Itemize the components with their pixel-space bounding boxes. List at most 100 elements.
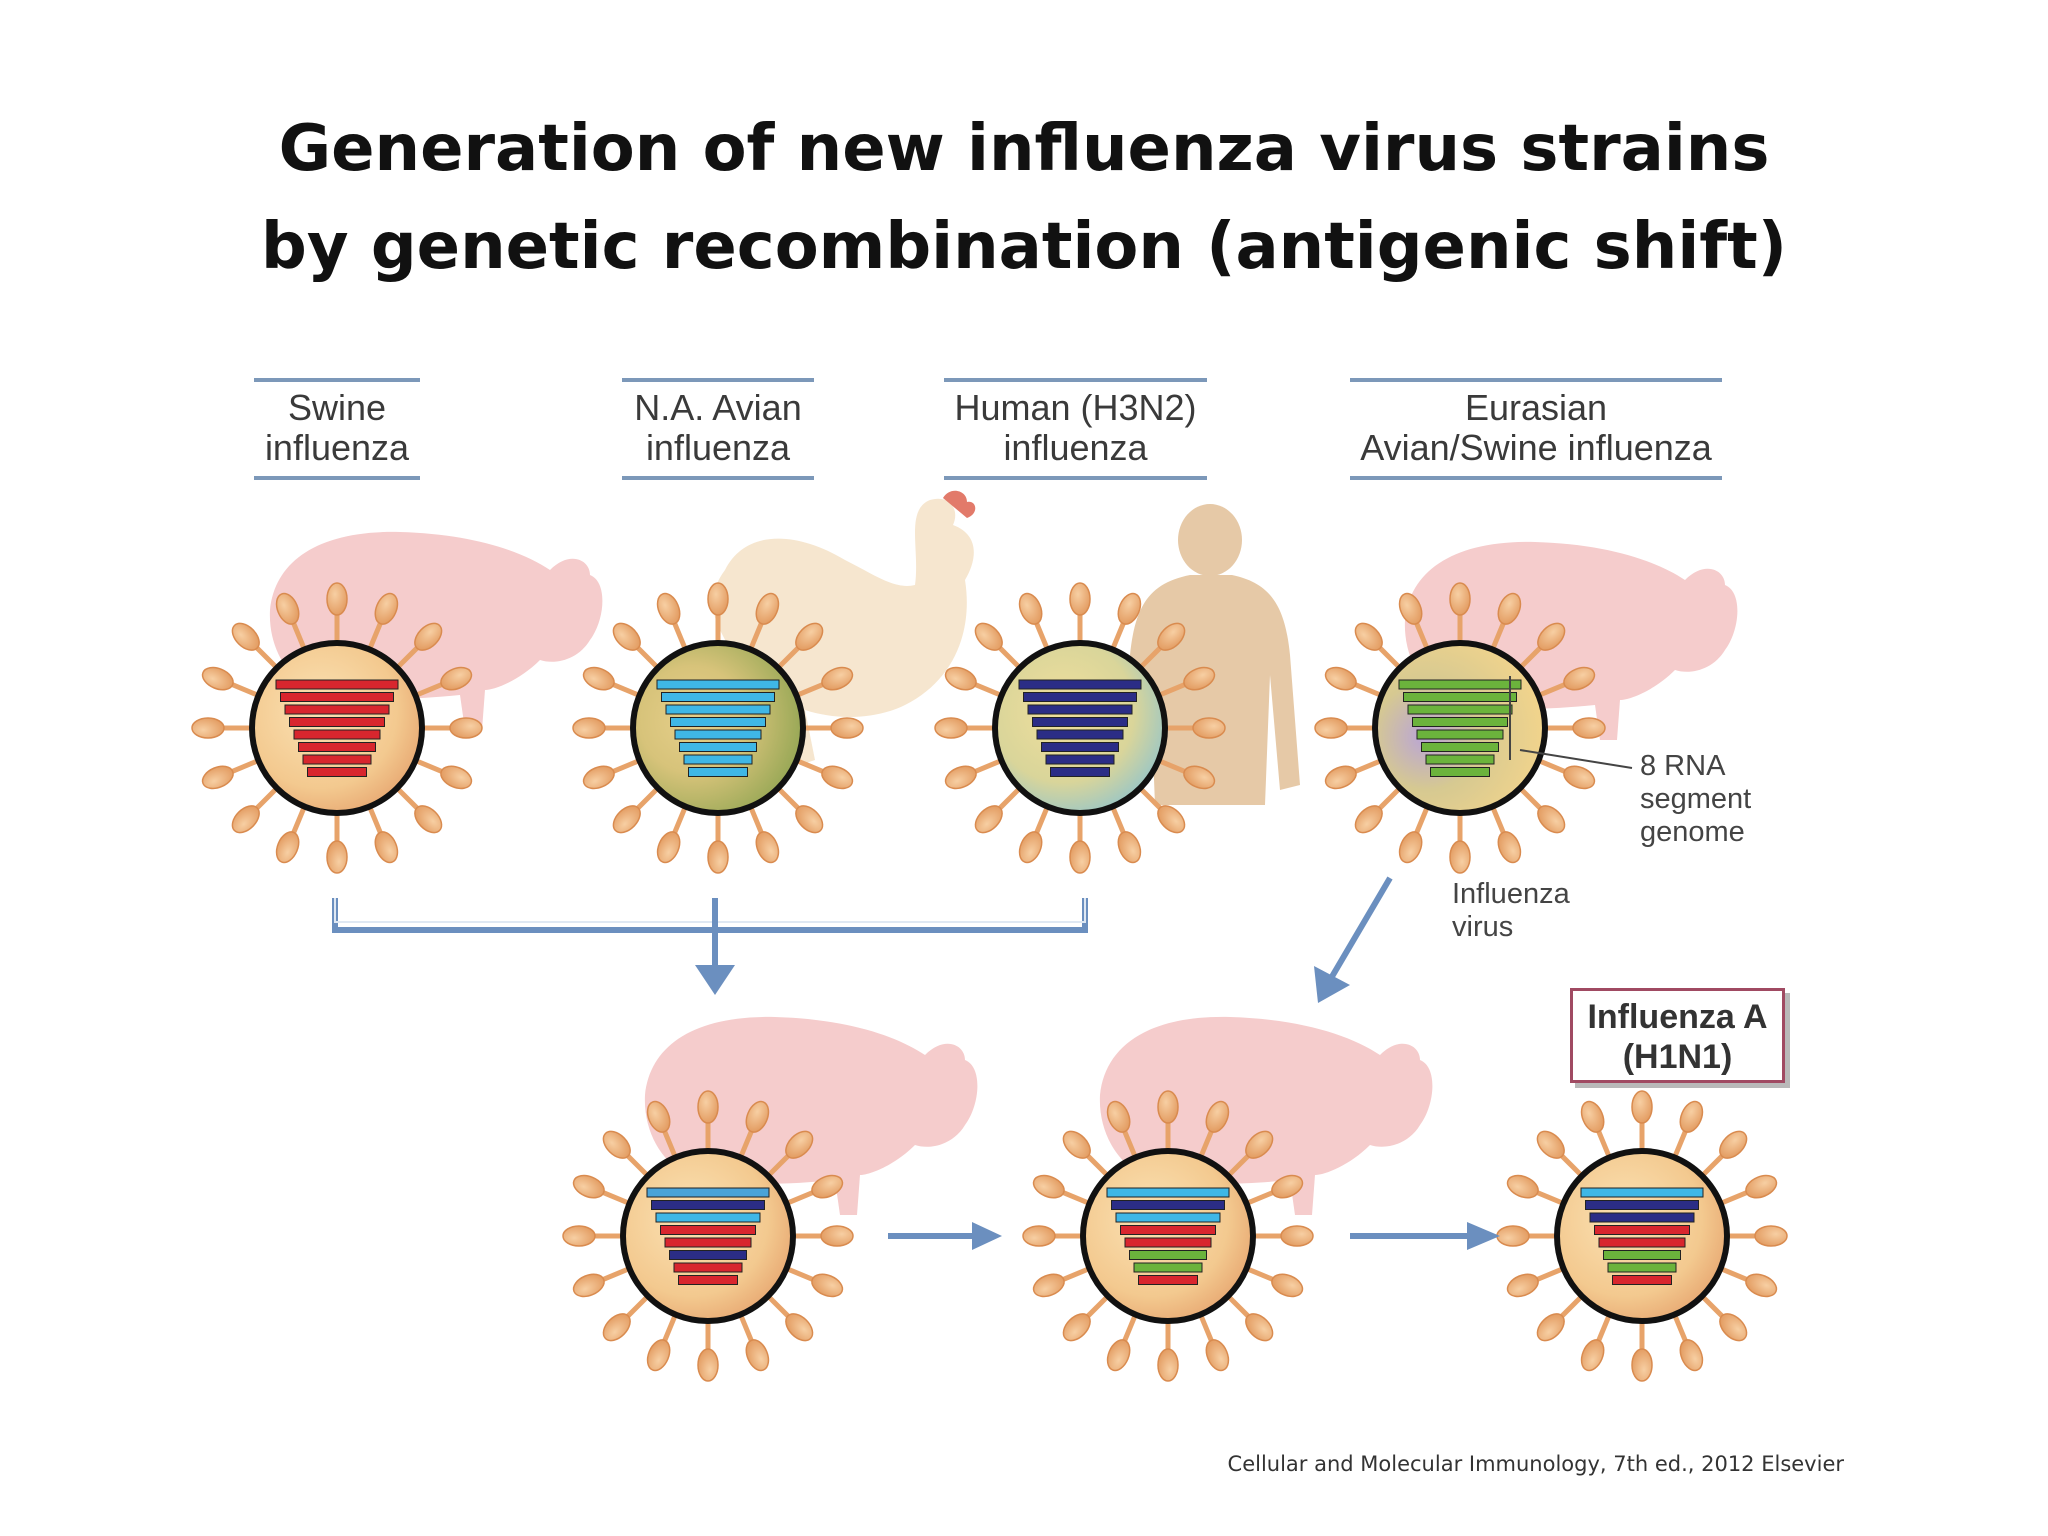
spike-stalk	[776, 644, 802, 670]
virus-reassortant-2	[1022, 1090, 1314, 1382]
spike-knob	[1183, 765, 1216, 790]
rna-segment	[1050, 767, 1110, 777]
spike-knob	[191, 717, 225, 739]
spike-stalk	[1121, 1313, 1138, 1344]
rna-segment	[284, 704, 390, 715]
spike-stalk	[1060, 1189, 1091, 1206]
rna-segment	[1041, 742, 1119, 752]
rna-segment	[1111, 1200, 1225, 1210]
rna-segment	[660, 1225, 756, 1235]
spike-stalk	[1138, 644, 1164, 670]
spike-knob	[707, 582, 729, 616]
rna-segment	[1430, 767, 1490, 777]
spike-stalk	[661, 1128, 678, 1159]
spike-stalk	[610, 758, 641, 775]
spike-stalk	[610, 681, 641, 698]
spike-stalk	[1700, 1294, 1726, 1320]
rna-segment	[1133, 1262, 1203, 1273]
spike-stalk	[229, 758, 260, 775]
spike-knob	[974, 805, 1003, 834]
spike-stalk	[766, 1152, 792, 1178]
step-arrow-1	[888, 1222, 1002, 1250]
spike-knob	[1572, 717, 1606, 739]
spike-stalk	[1719, 1189, 1750, 1206]
virus-source-4	[1314, 582, 1606, 874]
spike-knob	[1117, 592, 1142, 625]
spike-stalk	[1537, 681, 1568, 698]
spike-knob	[944, 666, 977, 691]
rna-segment	[1412, 717, 1508, 727]
spike-knob	[1106, 1339, 1131, 1372]
rna-segment	[673, 1262, 743, 1273]
spike-stalk	[1033, 805, 1050, 836]
spike-stalk	[624, 1152, 650, 1178]
label-swine-influenza: Swine influenza	[254, 378, 420, 480]
spike-knob	[1719, 1313, 1748, 1342]
spike-knob	[326, 840, 348, 874]
spike-stalk	[1245, 1189, 1276, 1206]
spike-stalk	[414, 758, 445, 775]
spike-knob	[1354, 805, 1383, 834]
spike-knob	[1536, 1313, 1565, 1342]
spike-knob	[811, 1273, 844, 1298]
spike-stalk	[1226, 1294, 1252, 1320]
spike-knob	[795, 622, 824, 651]
spike-knob	[201, 666, 234, 691]
spike-stalk	[1518, 786, 1544, 812]
spike-knob	[656, 592, 681, 625]
virus-envelope	[1080, 1148, 1256, 1324]
rna-segment	[656, 679, 780, 690]
spike-knob	[1062, 1130, 1091, 1159]
label-human-h3n2-influenza: Human (H3N2) influenza	[944, 378, 1207, 480]
spike-stalk	[1518, 644, 1544, 670]
rna-segment	[670, 717, 766, 727]
spike-knob	[1631, 1090, 1653, 1124]
spike-knob	[820, 1225, 854, 1247]
spike-stalk	[671, 805, 688, 836]
spike-stalk	[785, 1189, 816, 1206]
spike-stalk	[996, 786, 1022, 812]
rna-segment	[678, 1275, 738, 1285]
rna-segment	[1598, 1237, 1686, 1248]
spike-knob	[646, 1339, 671, 1372]
rna-segment	[669, 1250, 747, 1260]
spike-knob	[374, 831, 399, 864]
spike-knob	[830, 717, 864, 739]
rna-segment	[679, 742, 757, 752]
spike-knob	[1506, 1174, 1539, 1199]
spike-stalk	[1490, 620, 1507, 651]
spike-stalk	[972, 758, 1003, 775]
spike-knob	[1719, 1130, 1748, 1159]
virus-reassortant-1	[562, 1090, 854, 1382]
spike-stalk	[1413, 620, 1430, 651]
spike-knob	[612, 622, 641, 651]
spike-knob	[1506, 1273, 1539, 1298]
spike-knob	[1280, 1225, 1314, 1247]
rna-segment	[302, 754, 372, 765]
spike-knob	[1192, 717, 1226, 739]
spike-knob	[1679, 1100, 1704, 1133]
spike-knob	[745, 1100, 770, 1133]
spike-knob	[811, 1174, 844, 1199]
virus-envelope	[1372, 640, 1548, 816]
virus-reassortant-3	[1496, 1090, 1788, 1382]
spike-knob	[1580, 1339, 1605, 1372]
spike-stalk	[748, 805, 765, 836]
spike-knob	[602, 1130, 631, 1159]
rna-segment	[1115, 1212, 1221, 1223]
spike-stalk	[253, 786, 279, 812]
spike-knob	[1032, 1174, 1065, 1199]
spike-stalk	[600, 1189, 631, 1206]
spike-knob	[572, 717, 606, 739]
spike-knob	[562, 1225, 596, 1247]
spike-stalk	[1413, 805, 1430, 836]
spike-stalk	[1245, 1266, 1276, 1283]
spike-stalk	[748, 620, 765, 651]
rna-segment	[275, 679, 399, 690]
spike-knob	[1245, 1130, 1274, 1159]
rna-segment	[298, 742, 376, 752]
spike-knob	[582, 765, 615, 790]
rna-segment	[1612, 1275, 1672, 1285]
